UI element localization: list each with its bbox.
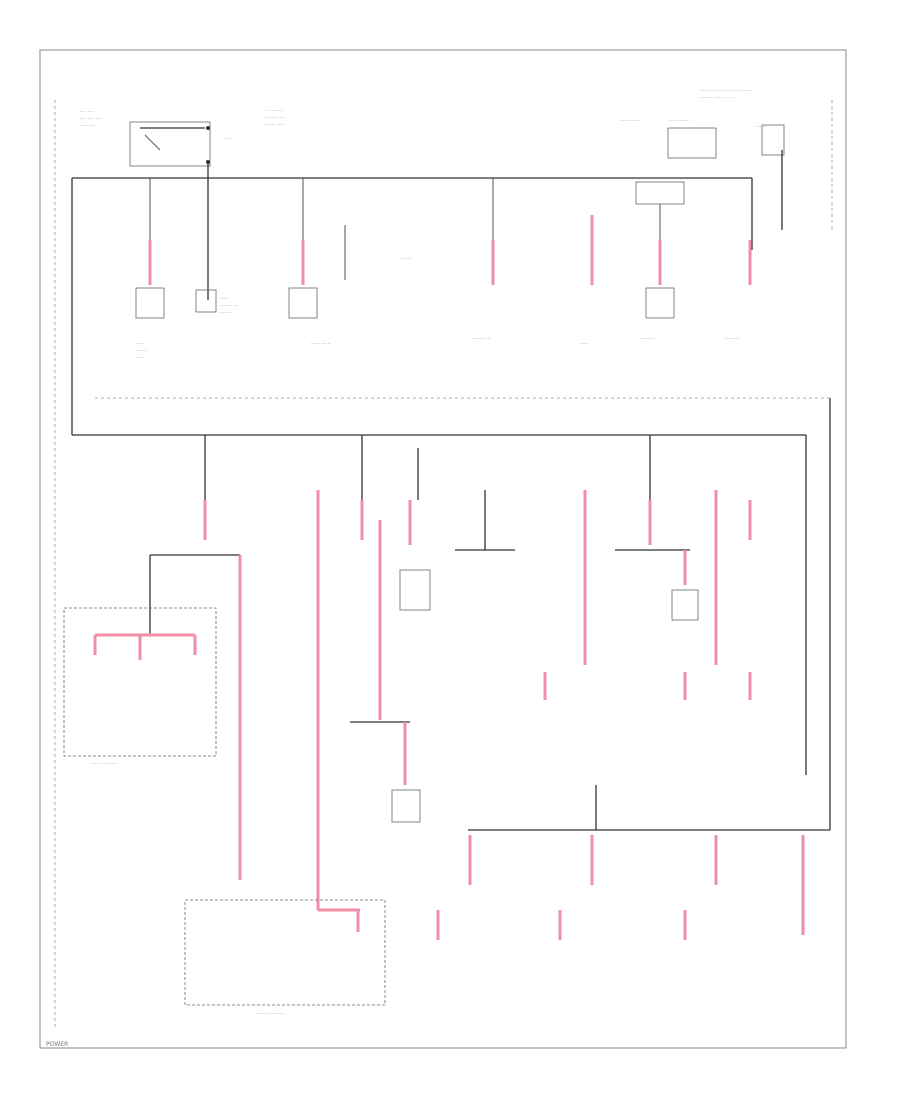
svg-text:·······: ······· [220, 310, 232, 316]
top-left-component: ···· ···· ···· ···· ···· ····· ···· ·· ·… [80, 108, 286, 167]
svg-text:····· ····: ····· ···· [80, 123, 96, 129]
page-reference: POWER [46, 1041, 68, 1048]
svg-text:·····: ····· [220, 296, 228, 302]
svg-text:·······: ······· [755, 124, 767, 130]
bottom-bus: ········· ········· [184, 398, 831, 1017]
svg-text:·· ····: ·· ···· [222, 136, 234, 142]
svg-text:·······: ······· [136, 348, 148, 354]
svg-text:········ ····· ·· ·· ·: ········ ····· ·· ·· · [700, 95, 735, 101]
svg-text:···· ···· ····: ···· ···· ···· [80, 116, 103, 122]
svg-text:······ ·····: ······ ····· [265, 122, 284, 128]
svg-text:·········: ········· [640, 336, 655, 342]
svg-text:······ ······: ······ ······ [668, 118, 689, 124]
svg-text:········ ····: ········ ···· [265, 115, 286, 121]
svg-text:····· ····· ···· ·· ······· ··: ····· ····· ···· ·· ······· ····· [700, 88, 753, 94]
svg-text:·········: ········· [725, 336, 740, 342]
svg-text:·····: ····· [136, 355, 144, 361]
middle-branches: ······· ········· [63, 435, 752, 910]
svg-text:·· ········: ·· ········ [265, 108, 283, 114]
top-bus [71, 150, 807, 775]
svg-text:········· ·········: ········· ········· [255, 1011, 286, 1017]
diagram-border [39, 49, 847, 1049]
svg-text:···· ····: ···· ···· [80, 109, 95, 115]
top-right-components: ····· ····· ···· ·· ······· ····· ······… [620, 88, 785, 205]
svg-text:······· ·····: ······· ····· [620, 118, 641, 124]
svg-text:········· ···: ········· ··· [470, 336, 491, 342]
svg-text:··· ···: ··· ··· [400, 256, 412, 262]
svg-text:······· ·········: ······· ········· [90, 761, 117, 767]
top-row-branches: ····· ······· ····· ····· ········ ·· ··… [135, 162, 752, 361]
svg-text:·····: ····· [136, 341, 144, 347]
svg-text:········ ··: ········ ·· [220, 303, 238, 309]
svg-text:·····: ····· [580, 341, 588, 347]
svg-text:······ ······: ······ ······ [310, 341, 331, 347]
